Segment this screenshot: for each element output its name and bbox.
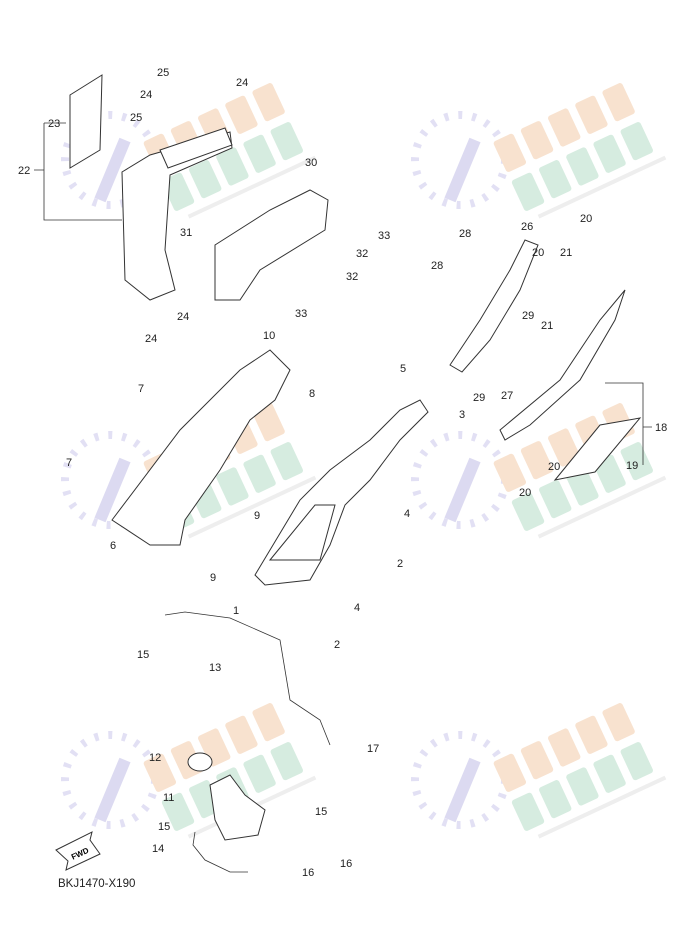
callout-24: 24 xyxy=(140,89,152,101)
callout-28: 28 xyxy=(431,260,443,272)
callout-4: 4 xyxy=(404,508,410,520)
callout-2: 2 xyxy=(334,639,340,651)
callout-24: 24 xyxy=(236,77,248,89)
callout-14: 14 xyxy=(152,843,164,855)
part-19-emblem xyxy=(553,417,642,481)
callout-8: 8 xyxy=(309,388,315,400)
callout-26: 26 xyxy=(521,221,533,233)
callout-28: 28 xyxy=(459,228,471,240)
bracket-22 xyxy=(34,122,122,221)
callout-15: 15 xyxy=(137,649,149,661)
callout-31: 31 xyxy=(180,227,192,239)
callout-17: 17 xyxy=(367,743,379,755)
part-13-hose xyxy=(164,611,331,746)
callout-30: 30 xyxy=(305,157,317,169)
callout-7: 7 xyxy=(66,457,72,469)
callout-12: 12 xyxy=(149,752,161,764)
part-22-bracket xyxy=(159,127,233,169)
part-1-inner xyxy=(268,504,336,561)
callout-13: 13 xyxy=(209,662,221,674)
callout-20: 20 xyxy=(548,461,560,473)
callout-20: 20 xyxy=(580,213,592,225)
callout-24: 24 xyxy=(145,333,157,345)
callout-4: 4 xyxy=(354,602,360,614)
callout-32: 32 xyxy=(356,248,368,260)
callout-33: 33 xyxy=(378,230,390,242)
callout-1: 1 xyxy=(233,605,239,617)
callout-29: 29 xyxy=(522,310,534,322)
fwd-arrow-icon: FWD xyxy=(55,831,101,871)
part-26-bracket xyxy=(449,239,539,373)
callout-25: 25 xyxy=(157,67,169,79)
callout-21: 21 xyxy=(560,247,572,259)
callout-24: 24 xyxy=(177,311,189,323)
callout-29: 29 xyxy=(473,392,485,404)
callout-22: 22 xyxy=(18,165,30,177)
part-11-reservoir xyxy=(209,774,266,841)
callout-16: 16 xyxy=(340,858,352,870)
callout-23: 23 xyxy=(48,118,60,130)
callout-25: 25 xyxy=(130,112,142,124)
callout-16: 16 xyxy=(302,867,314,879)
bracket-18 xyxy=(605,382,652,465)
part-12-cap xyxy=(187,752,213,772)
callout-9: 9 xyxy=(210,572,216,584)
callout-9: 9 xyxy=(254,510,260,522)
callout-33: 33 xyxy=(295,308,307,320)
callout-15: 15 xyxy=(158,821,170,833)
callout-27: 27 xyxy=(501,390,513,402)
callout-6: 6 xyxy=(110,540,116,552)
part-23-decal xyxy=(69,74,103,169)
callout-20: 20 xyxy=(519,487,531,499)
watermark-logo xyxy=(411,703,667,839)
watermarks xyxy=(61,83,667,839)
callout-11: 11 xyxy=(163,792,174,804)
callout-5: 5 xyxy=(400,363,406,375)
diagram-code: BKJ1470-X190 xyxy=(58,878,136,890)
part-30-inner-panel xyxy=(214,189,329,301)
callout-2: 2 xyxy=(397,558,403,570)
callout-20: 20 xyxy=(532,247,544,259)
callout-19: 19 xyxy=(626,460,638,472)
callout-21: 21 xyxy=(541,320,553,332)
part-6-frame-cover xyxy=(111,349,291,546)
watermark-logo xyxy=(61,703,317,839)
part-18-cover xyxy=(499,289,626,441)
callout-3: 3 xyxy=(459,409,465,421)
watermark-logo xyxy=(411,83,667,219)
callout-18: 18 xyxy=(655,422,667,434)
part-14-hose xyxy=(192,831,248,873)
callout-15: 15 xyxy=(315,806,327,818)
callout-7: 7 xyxy=(138,383,144,395)
callout-10: 10 xyxy=(263,330,275,342)
callout-32: 32 xyxy=(346,271,358,283)
